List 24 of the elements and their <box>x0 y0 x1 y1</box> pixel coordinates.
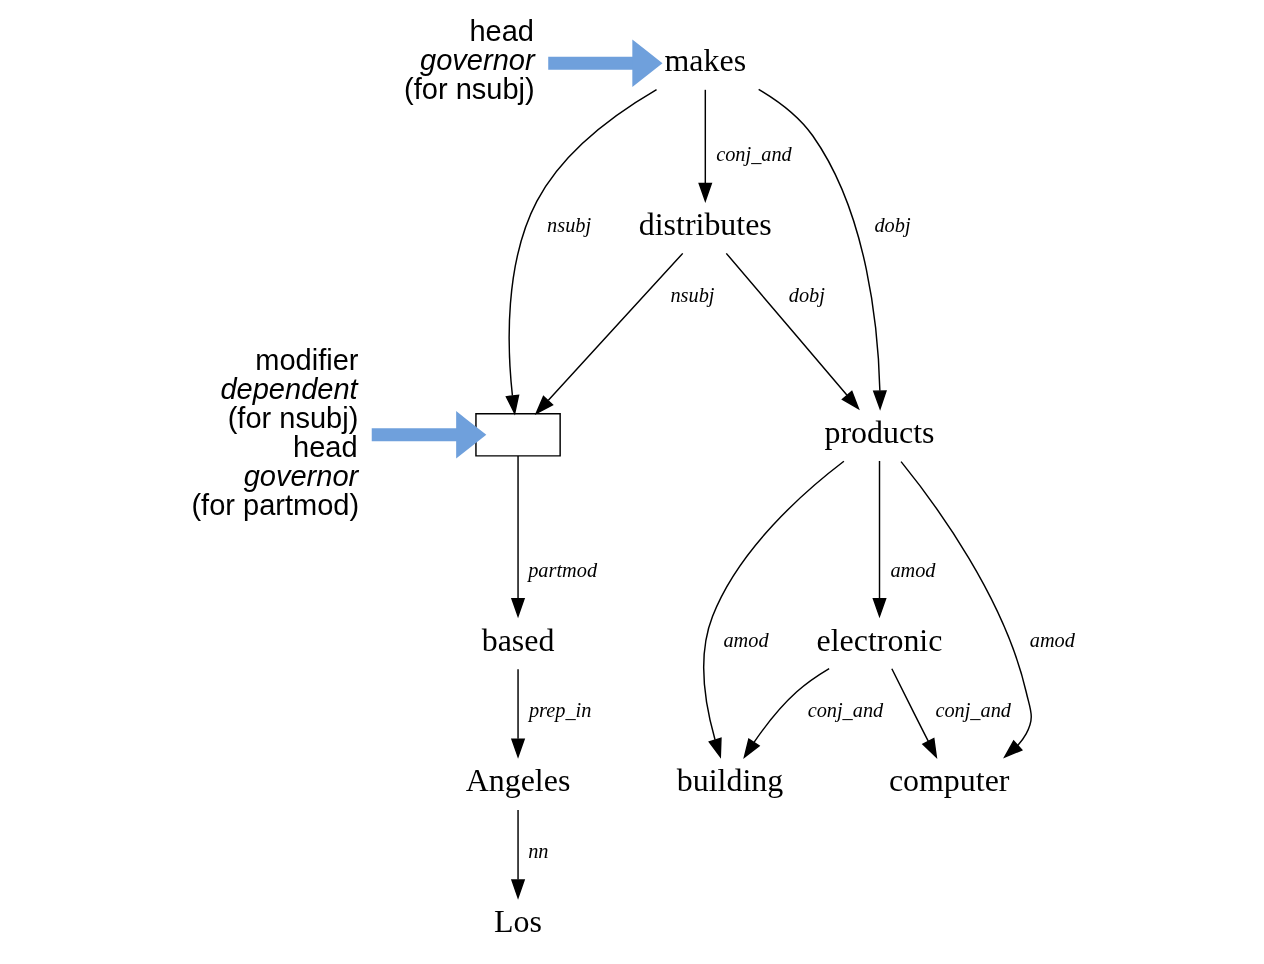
node-text: Los <box>494 904 542 940</box>
node-text: computer <box>888 763 1010 799</box>
edge-label: dobj <box>874 213 911 236</box>
edge-label: amod <box>890 558 936 581</box>
node-text: based <box>481 622 555 658</box>
node-text: modifier dependent (for nsubj) head governor (for partmod) <box>191 343 360 521</box>
node-text: building <box>676 763 784 799</box>
node-text: electronic <box>816 622 943 658</box>
edge-label: conj_and <box>716 143 792 166</box>
node-text: products <box>824 414 935 450</box>
edge-label: dobj <box>788 284 825 307</box>
node-text: distributes <box>638 207 772 243</box>
node-text: head governor (for nsubj) <box>404 15 535 106</box>
edge-label: nsubj <box>670 284 715 307</box>
node-text: makes <box>664 43 747 79</box>
edge-label: prep_in <box>528 699 592 722</box>
edge-label: conj_and <box>935 699 1012 722</box>
edge-label: nn <box>528 840 549 863</box>
edge-label: amod <box>723 629 769 652</box>
edge-label: partmod <box>528 558 598 581</box>
edge-label: conj_and <box>807 699 884 722</box>
edge-label: amod <box>1029 629 1075 652</box>
node-text: Angeles <box>465 763 571 799</box>
edge-label: nsubj <box>547 213 592 236</box>
